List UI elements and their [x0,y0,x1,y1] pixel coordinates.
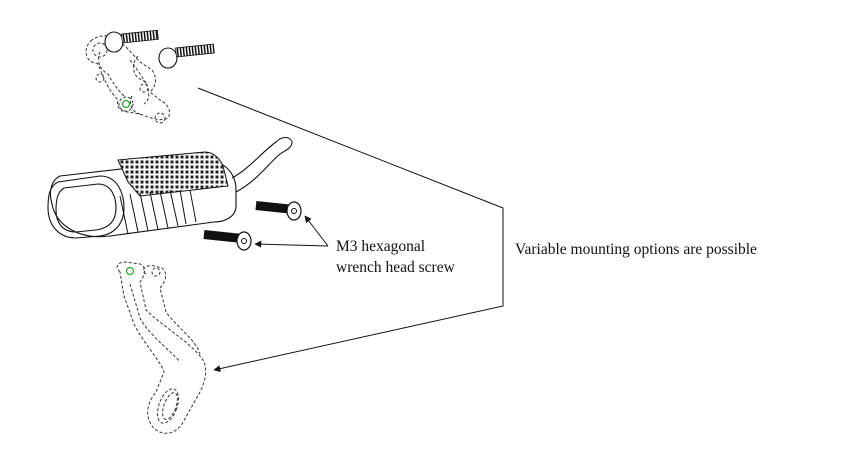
handlebar-mount-bracket-icon [85,29,215,124]
screw-callout-label: M3 hexagonal wrench head screw [336,236,455,278]
fork-mount-bracket-icon [116,261,207,434]
bike-light-body-icon [47,136,293,239]
mounting-callout-line [197,87,504,373]
screw-label-line-1: M3 hexagonal [336,238,426,255]
mounting-callout-label: Variable mounting options are possible [515,241,757,258]
m3-screw-icon [203,201,302,251]
screw-label-line-2: wrench head screw [336,259,455,276]
screw-callout-arrows [254,215,329,248]
